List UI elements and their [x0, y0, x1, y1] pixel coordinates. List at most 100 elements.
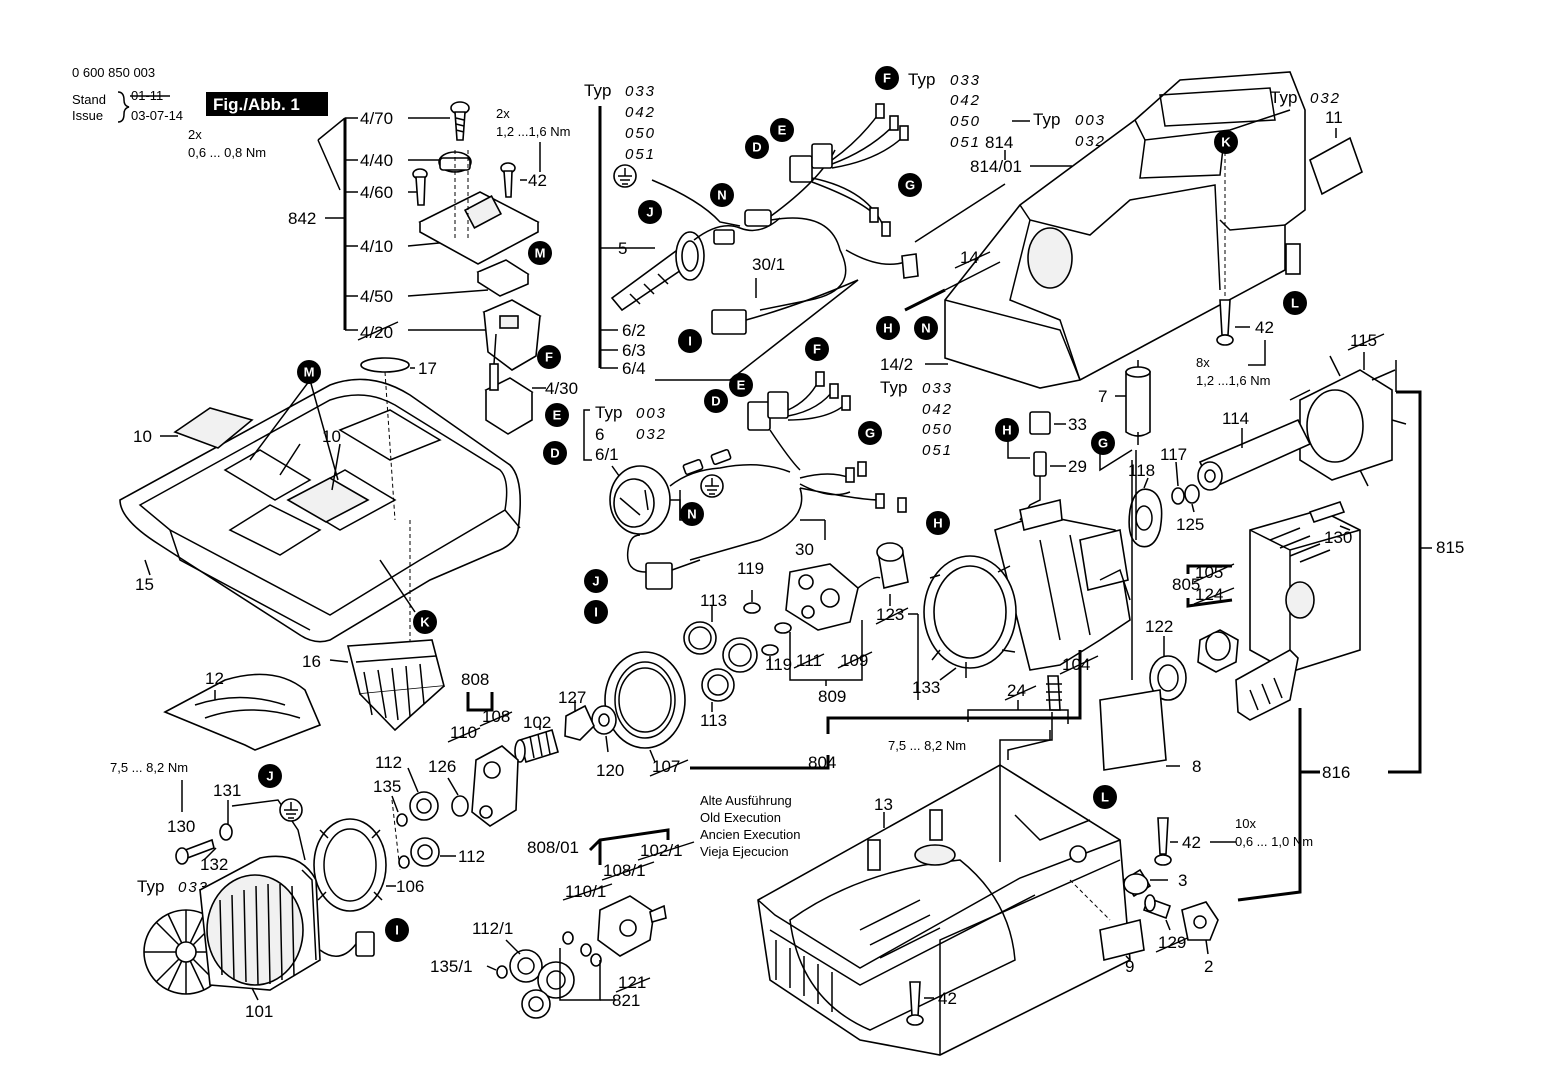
- label-112-1: 112/1: [472, 919, 513, 938]
- svg-text:E: E: [778, 123, 787, 138]
- typ-value: 051: [922, 442, 953, 459]
- label-120: 120: [596, 761, 624, 780]
- gear-bracket-808: 808 110 108 126 112 135 112: [373, 670, 519, 871]
- label-808-01: 808/01: [527, 838, 579, 857]
- label-135: 135: [373, 777, 401, 796]
- old-gear-assembly: 808/01 102/1 108/1 110/1 112/1 135/1 121…: [430, 828, 695, 1019]
- screw-42-qty: 2x: [496, 106, 510, 121]
- label-14-2: 14/2: [880, 355, 913, 374]
- middle-wire-harness: Typ 003 032 6 6/1 30: [583, 371, 907, 590]
- label-804: 804: [808, 753, 836, 772]
- svg-text:M: M: [304, 365, 315, 380]
- stand-label: Stand: [72, 92, 106, 107]
- label-29: 29: [1068, 457, 1087, 476]
- marker-h: H: [995, 418, 1019, 442]
- marker-e: E: [729, 373, 753, 397]
- typ-value: 032: [636, 426, 667, 443]
- typ-value: 042: [625, 104, 656, 121]
- label-16: 16: [302, 652, 321, 671]
- svg-text:N: N: [687, 507, 696, 522]
- label-11: 11: [1325, 108, 1343, 127]
- label-133: 133: [912, 678, 940, 697]
- label-6-1: 6/1: [595, 445, 619, 464]
- marker-j: J: [584, 569, 608, 593]
- typ-top-right: Typ: [1270, 88, 1297, 107]
- svg-text:F: F: [545, 350, 553, 365]
- label-114: 114: [1222, 409, 1249, 428]
- marker-d: D: [745, 135, 769, 159]
- typ-middle-right: Typ: [880, 378, 907, 397]
- issue-date: 03-07-14: [131, 108, 183, 123]
- issue-label: Issue: [72, 108, 103, 123]
- typ-value: 032: [1310, 90, 1341, 107]
- marker-f: F: [805, 337, 829, 361]
- typ-value: 050: [950, 113, 981, 130]
- label-113-top: 113: [700, 591, 727, 610]
- label-10-center: 10: [322, 427, 341, 446]
- label-4-10: 4/10: [360, 237, 393, 256]
- label-121: 121: [618, 973, 646, 992]
- figure-title: Fig./Abb. 1: [213, 95, 300, 114]
- label-4-60: 4/60: [360, 183, 393, 202]
- filter-16: 16: [302, 639, 446, 732]
- svg-text:J: J: [266, 769, 273, 784]
- old-execution-note: Alte Ausführung Old Execution Ancien Exe…: [700, 793, 800, 859]
- gear-torque: 7,5 ... 8,2 Nm: [888, 738, 966, 753]
- marker-m: M: [297, 360, 321, 384]
- brush-holder-805: 130 805 105 124 122: [1145, 501, 1361, 721]
- label-30: 30: [795, 540, 814, 559]
- marker-g: G: [898, 173, 922, 197]
- shaft-24: 24 104 7,5 ... 8,2 Nm: [888, 655, 1099, 862]
- label-6-2: 6/2: [622, 321, 646, 340]
- marker-j: J: [638, 200, 662, 224]
- label-118: 118: [1128, 461, 1155, 480]
- motor-101: 7,5 ... 8,2 Nm 130 131 132 Typ 033 101: [110, 760, 375, 1021]
- label-3: 3: [1178, 871, 1187, 890]
- marker-g: G: [858, 421, 882, 445]
- connector-33: 33: [1007, 411, 1087, 459]
- label-814: 814: [985, 133, 1013, 152]
- marker-e: E: [770, 118, 794, 142]
- connector-markers: F E D G N J I H N K L M F E D M K F E D …: [258, 66, 1307, 942]
- label-42-base-bottom: 42: [938, 989, 957, 1008]
- svg-text:K: K: [420, 615, 430, 630]
- marker-m: M: [528, 241, 552, 265]
- marker-d: D: [704, 389, 728, 413]
- svg-text:I: I: [688, 334, 692, 349]
- svg-text:I: I: [594, 605, 598, 620]
- marker-j: J: [258, 764, 282, 788]
- svg-text:D: D: [550, 446, 559, 461]
- label-808: 808: [461, 670, 489, 689]
- label-127: 127: [558, 688, 586, 707]
- svg-text:G: G: [905, 178, 915, 193]
- typ-value: 033: [625, 83, 656, 100]
- base-fasteners: 42 10x 0,6 ... 1,0 Nm 3 129 2 816 42: [906, 708, 1350, 1026]
- typ-value: 032: [1075, 133, 1106, 150]
- label-126: 126: [428, 757, 456, 776]
- label-107: 107: [652, 757, 680, 776]
- motor-rotor-815: 115 114 118 117 125 815: [1128, 331, 1464, 774]
- svg-text:M: M: [535, 246, 546, 261]
- label-30-1: 30/1: [752, 255, 785, 274]
- typ-value: 033: [922, 380, 953, 397]
- header: 0 600 850 003 Stand Issue 01-11 03-07-14…: [72, 65, 328, 123]
- screw-42-housing: [1216, 299, 1234, 346]
- planet-carrier: 119 119 809 111 109: [737, 559, 881, 706]
- svg-text:E: E: [553, 408, 562, 423]
- label-7: 7: [1098, 387, 1107, 406]
- cover-12: 12: [163, 669, 322, 751]
- label-42-housing: 42: [1255, 318, 1274, 337]
- typ-value: 033: [950, 72, 981, 89]
- pinion-assembly: 120 127 102: [514, 688, 624, 780]
- label-33: 33: [1068, 415, 1087, 434]
- label-4-70: 4/70: [360, 109, 393, 128]
- svg-text:L: L: [1101, 790, 1109, 805]
- marker-n: N: [914, 316, 938, 340]
- label-105: 105: [1195, 563, 1223, 582]
- label-4-40: 4/40: [360, 151, 393, 170]
- label-108: 108: [482, 707, 510, 726]
- label-115: 115: [1350, 331, 1377, 350]
- base-housing-9: 13 8 9: [757, 689, 1201, 1056]
- label-122: 122: [1145, 617, 1173, 636]
